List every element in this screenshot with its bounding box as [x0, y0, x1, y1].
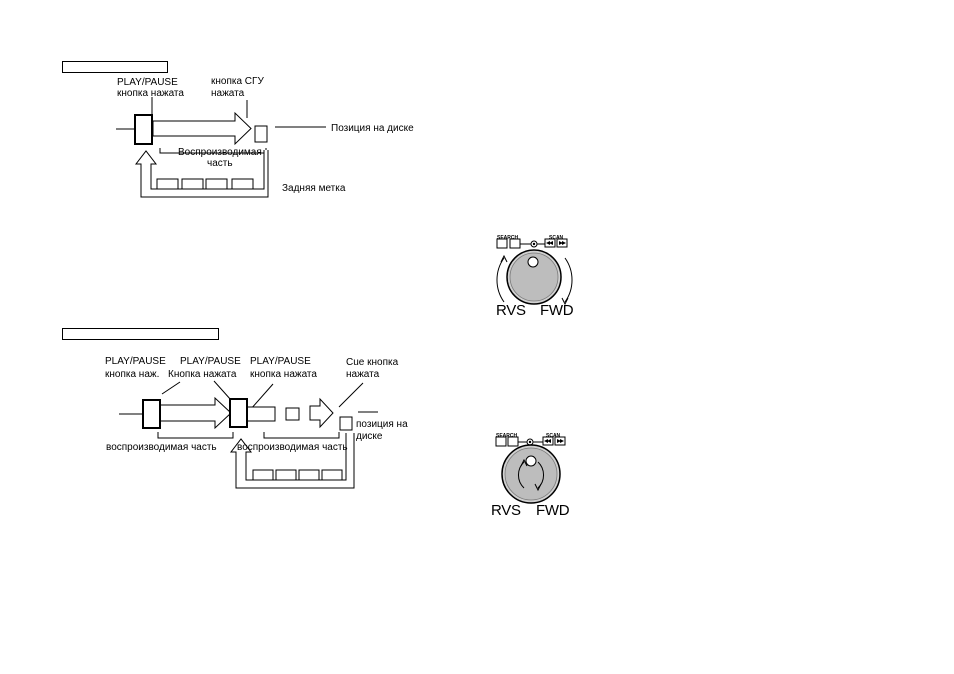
d1-cue-sub: нажата	[211, 88, 245, 99]
position-box	[254, 125, 268, 143]
d1-back-mark-label: Задняя метка	[282, 183, 346, 194]
scan-rev-icon	[544, 439, 551, 443]
position-box	[339, 416, 353, 431]
d2-pp3-sub: кнопка нажата	[250, 369, 317, 380]
d2-pp2-sub: Кнопка нажата	[168, 369, 237, 380]
jog2-scan-label: SCAN	[546, 433, 561, 439]
pp2-callout	[213, 380, 232, 401]
loop-segment	[156, 178, 179, 190]
jog1-rvs-label: RVS	[496, 302, 526, 319]
jog-finger-dimple	[527, 256, 539, 268]
gap-segment	[285, 407, 300, 421]
scan-fwd-icon	[559, 241, 566, 245]
d1-play-pause-label: PLAY/PAUSE	[117, 77, 178, 88]
jog1-fwd-label: FWD	[540, 302, 574, 319]
playback-arrow	[152, 111, 252, 146]
loop-segment	[181, 178, 204, 190]
pp3-callout	[249, 383, 274, 411]
d2-pp1-label: PLAY/PAUSE	[105, 356, 166, 367]
section-header-box-1	[62, 61, 168, 73]
d2-part-left: воспроизводимая часть	[106, 442, 217, 453]
d2-pp1-sub: кнопка наж.	[105, 369, 160, 380]
d2-part-right: воспроизводимая часть	[237, 442, 348, 453]
playback-part-bracket-right	[263, 432, 340, 439]
pp1-marker	[142, 399, 161, 429]
jog1-scan-label: SCAN	[549, 235, 564, 241]
loop-segment	[205, 178, 228, 190]
cue-callout	[338, 382, 364, 408]
jog2-fwd-label: FWD	[536, 502, 570, 519]
loop-segment	[321, 469, 343, 481]
scan-rev-icon	[546, 241, 553, 245]
d2-pp3-label: PLAY/PAUSE	[250, 356, 311, 367]
search-minus-button	[496, 238, 508, 249]
loop-segment	[298, 469, 320, 481]
playback-arrow-1	[159, 396, 232, 430]
loop-segment	[252, 469, 274, 481]
d1-play-pause-sub: кнопка нажата	[117, 88, 184, 99]
playback-part-bracket-left	[157, 432, 234, 439]
d1-cue-label: кнопка СГУ	[211, 76, 264, 87]
play-pause-marker	[134, 114, 153, 145]
d1-playback-part-line2: часть	[207, 158, 233, 169]
jog1-search-label: SEARCH	[497, 235, 519, 241]
d1-playback-part-line1: Воспроизводимая	[178, 147, 262, 158]
d2-pp2-label: PLAY/PAUSE	[180, 356, 241, 367]
jog-finger-dimple	[525, 455, 537, 467]
loop-segment	[275, 469, 297, 481]
loop-segment	[231, 178, 254, 190]
section-header-box-2	[62, 328, 219, 340]
playback-arrow-2	[309, 397, 334, 429]
search-minus-button	[495, 436, 507, 447]
d2-cue-sub: нажата	[346, 369, 380, 380]
d1-position-label: Позиция на диске	[331, 123, 414, 134]
scan-fwd-icon	[557, 439, 564, 443]
d2-cue-label: Cue кнопка	[346, 357, 399, 368]
d2-position-line1: позиция на	[356, 419, 408, 430]
pp1-callout	[161, 381, 181, 395]
jog-wheel-inner	[504, 447, 558, 501]
pp2-marker	[229, 398, 248, 428]
d2-position-line2: диске	[356, 431, 383, 442]
jog2-rvs-label: RVS	[491, 502, 521, 519]
jog2-search-label: SEARCH	[496, 433, 518, 439]
jog-wheel-inner	[509, 252, 559, 302]
